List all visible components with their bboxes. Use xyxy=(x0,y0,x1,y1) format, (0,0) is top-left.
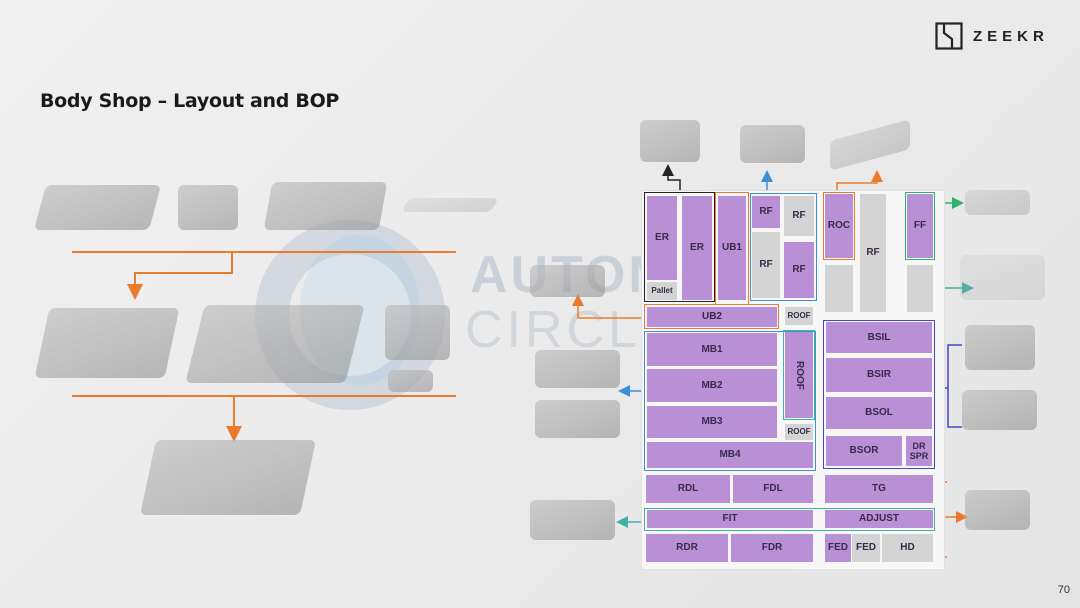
station-roof-small-top: ROOF xyxy=(785,307,813,325)
station-rf-1: RF xyxy=(752,196,780,228)
station-rdl: RDL xyxy=(646,475,730,503)
station-rf-4: RF xyxy=(784,242,814,298)
station-fit: FIT xyxy=(647,510,813,528)
part-image-fender xyxy=(388,370,433,392)
part-image-mb-assy-2 xyxy=(535,400,620,438)
station-er-1: ER xyxy=(647,196,677,280)
connector-er xyxy=(662,164,681,192)
station-er-2: ER xyxy=(682,196,712,300)
part-image-bodyside-outer xyxy=(962,390,1037,430)
part-image-front-floor xyxy=(965,190,1030,215)
zeekr-logo: ZEEKR xyxy=(935,22,1049,50)
station-mb4: MB4 xyxy=(647,442,813,468)
frame-ff xyxy=(905,192,935,260)
station-mb2: MB2 xyxy=(647,369,777,402)
part-image-doors-hood xyxy=(185,305,365,383)
part-image-body-in-white xyxy=(140,440,316,515)
station-roof-small-bottom: ROOF xyxy=(785,424,813,440)
flow-arrow-1 xyxy=(127,252,233,300)
station-mb3: MB3 xyxy=(647,406,777,438)
station-roc: ROC xyxy=(825,194,853,258)
frame-fit xyxy=(644,508,935,531)
part-image-engine-room xyxy=(640,120,700,162)
part-image-bodyside-assembly xyxy=(34,308,180,378)
frame-roof xyxy=(783,330,815,420)
part-image-underbody-assy xyxy=(530,265,605,297)
watermark-line2: CIRCLE xyxy=(465,301,680,359)
frame-roc xyxy=(823,192,855,260)
station-hd: HD xyxy=(882,534,933,562)
station-rf-5: RF xyxy=(860,194,886,312)
station-roof-vertical: ROOF xyxy=(785,332,813,418)
frame-er xyxy=(644,192,715,302)
frame-rf xyxy=(750,193,817,301)
frame-bs xyxy=(823,320,935,469)
station-ub1: UB1 xyxy=(718,196,746,300)
zeekr-logo-icon xyxy=(935,22,963,50)
part-image-fitted-body xyxy=(530,500,615,540)
station-rf-2: RF xyxy=(784,196,814,236)
station-adjust: ADJUST xyxy=(825,510,933,528)
station-fdl: FDL xyxy=(733,475,813,503)
station-rf-3: RF xyxy=(752,232,780,298)
part-image-roof xyxy=(960,255,1045,300)
page-number: 70 xyxy=(1057,584,1070,596)
station-dr-spr: DR SPR xyxy=(906,436,932,466)
connector-roc xyxy=(836,170,883,192)
station-tg: TG xyxy=(825,475,933,503)
part-image-bodyside-inner xyxy=(965,325,1035,370)
part-image-mb-assy-1 xyxy=(535,350,620,388)
part-image-rear-floor xyxy=(740,125,805,163)
connector-ub2 xyxy=(572,294,645,319)
station-empty-2 xyxy=(907,265,933,312)
station-fdr: FDR xyxy=(731,534,813,562)
station-fed-2: FED xyxy=(852,534,880,562)
station-bsil: BSIL xyxy=(826,322,932,353)
station-ff: FF xyxy=(907,194,933,258)
station-rdr: RDR xyxy=(646,534,728,562)
part-image-inner-side xyxy=(178,185,238,230)
frame-ub xyxy=(715,192,749,304)
station-bsor: BSOR xyxy=(826,436,902,466)
station-mb1: MB1 xyxy=(647,333,777,366)
part-image-closures xyxy=(965,490,1030,530)
station-pallet: Pallet xyxy=(647,282,677,300)
page-title: Body Shop – Layout and BOP xyxy=(40,90,340,112)
frame-ub2 xyxy=(644,304,779,329)
station-bsol: BSOL xyxy=(826,397,932,429)
station-fed-1: FED xyxy=(825,534,851,562)
frame-mb xyxy=(644,331,816,471)
station-bsir: BSIR xyxy=(826,358,932,392)
part-image-tailgate xyxy=(385,305,450,360)
station-ub2: UB2 xyxy=(647,307,777,327)
logo-text: ZEEKR xyxy=(973,27,1049,45)
station-empty-1 xyxy=(825,265,853,312)
